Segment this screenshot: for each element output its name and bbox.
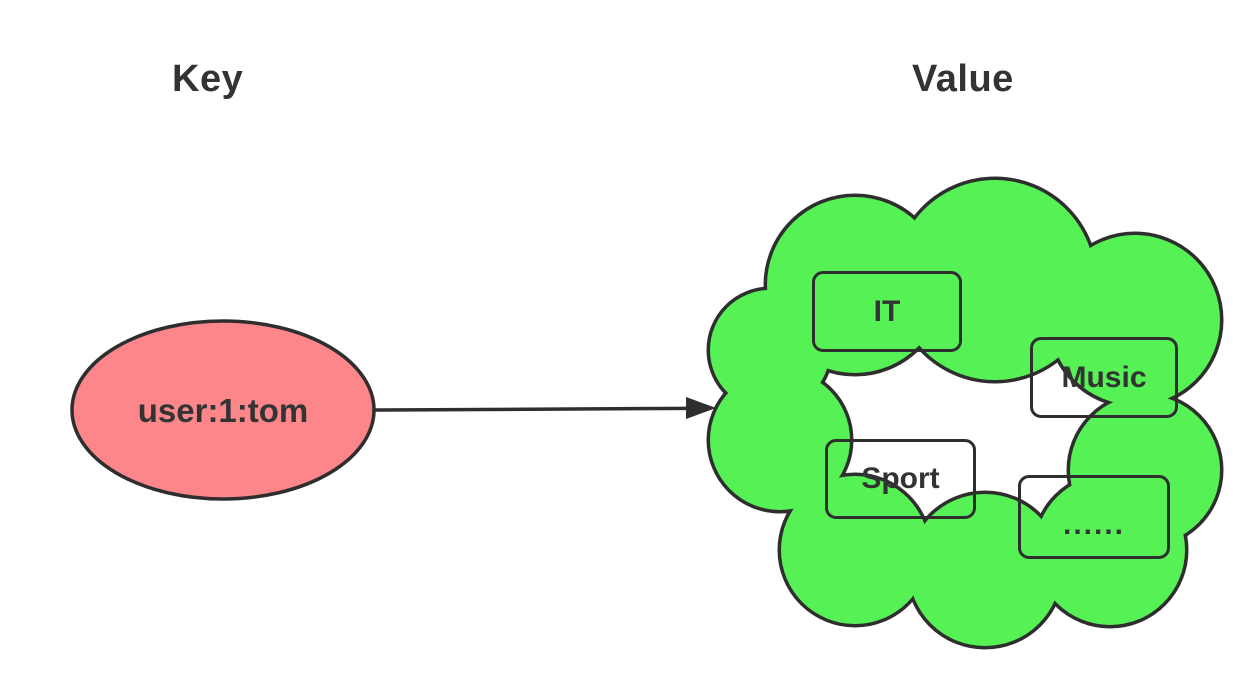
- value-title: Value: [912, 58, 1014, 100]
- cloud-fill: [710, 180, 1220, 646]
- key-node-label: user:1:tom: [137, 392, 309, 429]
- value-item-it: IT: [812, 271, 962, 352]
- value-item-music: Music: [1030, 337, 1178, 418]
- key-to-value-arrow: [373, 397, 716, 419]
- value-item-sport: Sport: [825, 439, 976, 519]
- key-title: Key: [172, 58, 244, 100]
- value-cloud-shape: [706, 176, 1224, 650]
- arrow-head-icon: [686, 397, 716, 419]
- arrow-shaft: [373, 406, 691, 412]
- value-item-ellipsis: ......: [1018, 475, 1170, 559]
